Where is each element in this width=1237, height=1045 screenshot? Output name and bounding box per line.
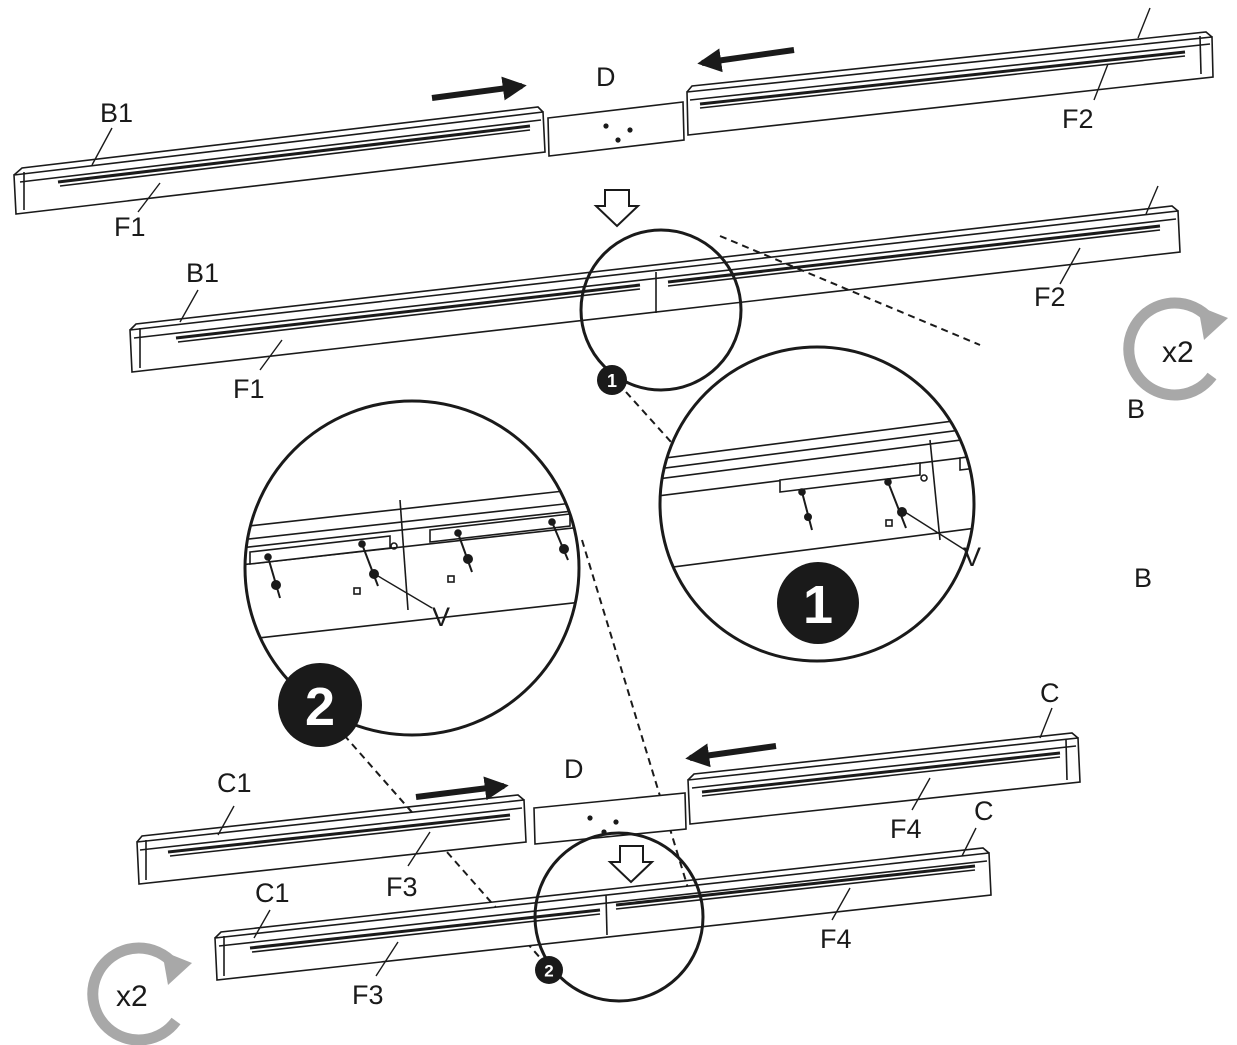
- rail-f2-top: [686, 31, 1214, 136]
- label-v-left: V: [432, 602, 450, 632]
- label-f4-a: F4: [890, 814, 922, 844]
- label-f2-top: F2: [1062, 104, 1094, 134]
- zoom-source-2: [533, 831, 705, 1003]
- label-d-top: D: [596, 62, 616, 92]
- callout-badge-1: [777, 562, 859, 644]
- label-f1-top: F1: [114, 212, 146, 242]
- label-b1-mid: B1: [186, 258, 219, 288]
- down-arrow-top: [593, 189, 641, 228]
- label-c-top: C: [1040, 678, 1060, 708]
- push-arrow-bottom-right: [685, 743, 777, 768]
- rail-joined-bottom: [214, 847, 992, 981]
- down-arrow-bottom: [607, 845, 655, 884]
- callout-number-1: 1: [803, 575, 833, 635]
- label-f3-a: F3: [386, 872, 418, 902]
- rotate-count-left: x2: [116, 980, 148, 1013]
- label-v-right: V: [963, 542, 981, 572]
- plate-d-bottom: [533, 792, 687, 845]
- rail-c-upper: [687, 732, 1081, 825]
- zoom-detail-2: V: [243, 399, 581, 737]
- callout-badge-2-small: [535, 956, 563, 984]
- rail-joined-top: [129, 205, 1181, 373]
- label-f4-b: F4: [820, 924, 852, 954]
- rotate-icon-left: x2: [87, 942, 192, 1045]
- rail-b1-top: [13, 106, 546, 215]
- zoom-source-1: [579, 228, 743, 392]
- label-leaders-mid: [179, 185, 1159, 371]
- rotate-count-right: x2: [1162, 336, 1194, 369]
- label-c-bottom: C: [974, 796, 994, 826]
- callout-badge-1-small: [597, 365, 627, 395]
- label-b-right-2: B: [1134, 563, 1152, 593]
- label-b-right-1: B: [1127, 394, 1145, 424]
- label-d-bottom: D: [564, 754, 584, 784]
- push-arrow-bottom-left: [415, 776, 509, 801]
- plate-d-top: [547, 101, 685, 157]
- label-leaders-bottom-lower: [253, 827, 977, 977]
- zoom-detail-1: V: [658, 345, 981, 663]
- label-b1-top: B1: [100, 98, 133, 128]
- label-leaders-top: [91, 7, 1151, 213]
- label-f2-mid: F2: [1034, 282, 1066, 312]
- label-c1-a: C1: [217, 768, 252, 798]
- callout-number-2-small: 2: [544, 962, 553, 981]
- callout-number-2: 2: [305, 677, 335, 737]
- label-f1-mid: F1: [233, 374, 265, 404]
- label-f3-b: F3: [352, 980, 384, 1010]
- label-c1-b: C1: [255, 878, 290, 908]
- push-arrow-top-right: [697, 47, 795, 73]
- push-arrow-top-left: [431, 76, 527, 101]
- callout-number-1-small: 1: [607, 371, 617, 391]
- rail-c1-upper: [136, 794, 527, 885]
- callout-badge-2: [278, 663, 362, 747]
- label-leaders-bottom-upper: [217, 707, 1053, 867]
- rotate-icon-right: x2: [1123, 297, 1228, 401]
